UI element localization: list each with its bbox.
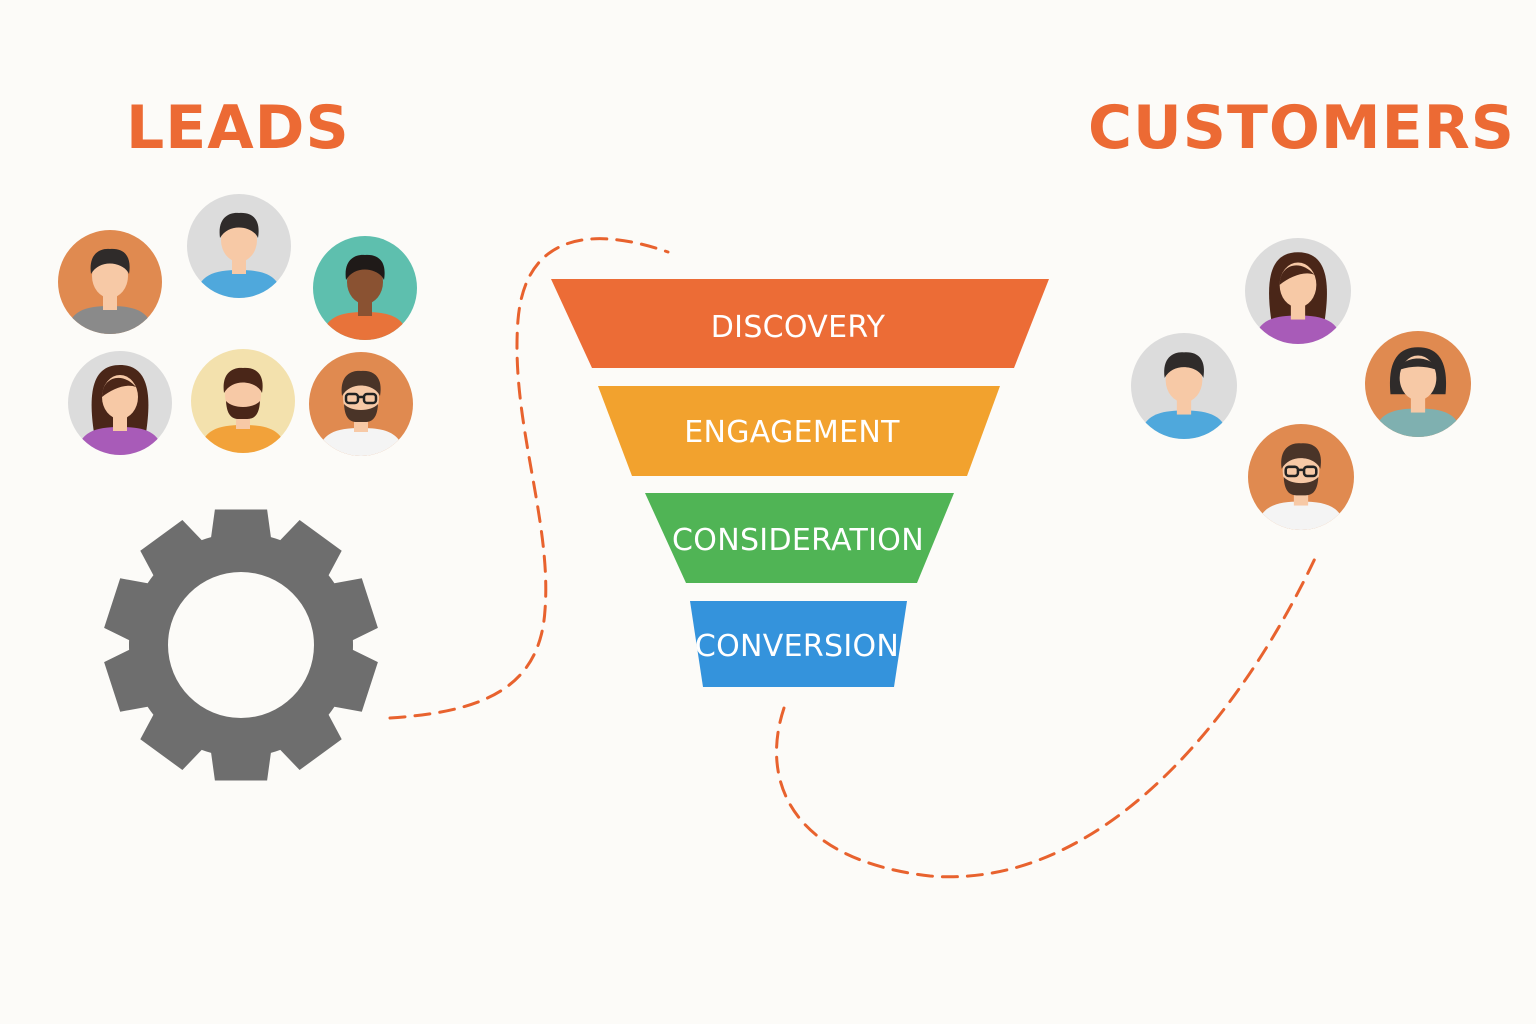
lead-avatar-6 [309, 352, 413, 456]
customer-avatar-1 [1245, 238, 1351, 344]
lead-avatar-4 [68, 351, 172, 455]
leads-avatars [58, 194, 417, 456]
customers-title: CUSTOMERS [1088, 93, 1516, 163]
customers-avatars [1131, 238, 1471, 530]
lead-avatar-1 [58, 230, 162, 334]
funnel-stage-label: DISCOVERY [711, 310, 886, 345]
leads-title: LEADS [126, 93, 350, 163]
customer-avatar-4 [1248, 424, 1354, 530]
funnel-stage-engagement: ENGAGEMENT [598, 386, 1000, 476]
funnel-stage-discovery: DISCOVERY [551, 279, 1049, 368]
funnel-stage-label: CONVERSION [695, 629, 899, 664]
customer-avatar-2 [1131, 333, 1237, 439]
customer-avatar-3 [1365, 331, 1471, 437]
funnel-stage-consideration: CONSIDERATION [645, 493, 954, 583]
path-funnel-to-customers [775, 550, 1320, 879]
funnel-stage-label: CONSIDERATION [672, 523, 924, 558]
path-lead-to-funnel [388, 237, 670, 720]
lead-avatar-5 [191, 349, 295, 453]
lead-avatar-3 [313, 236, 417, 340]
gear-icon [104, 509, 378, 781]
funnel-stage-label: ENGAGEMENT [684, 415, 900, 450]
funnel-stage-conversion: CONVERSION [690, 601, 907, 687]
lead-avatar-2 [187, 194, 291, 298]
